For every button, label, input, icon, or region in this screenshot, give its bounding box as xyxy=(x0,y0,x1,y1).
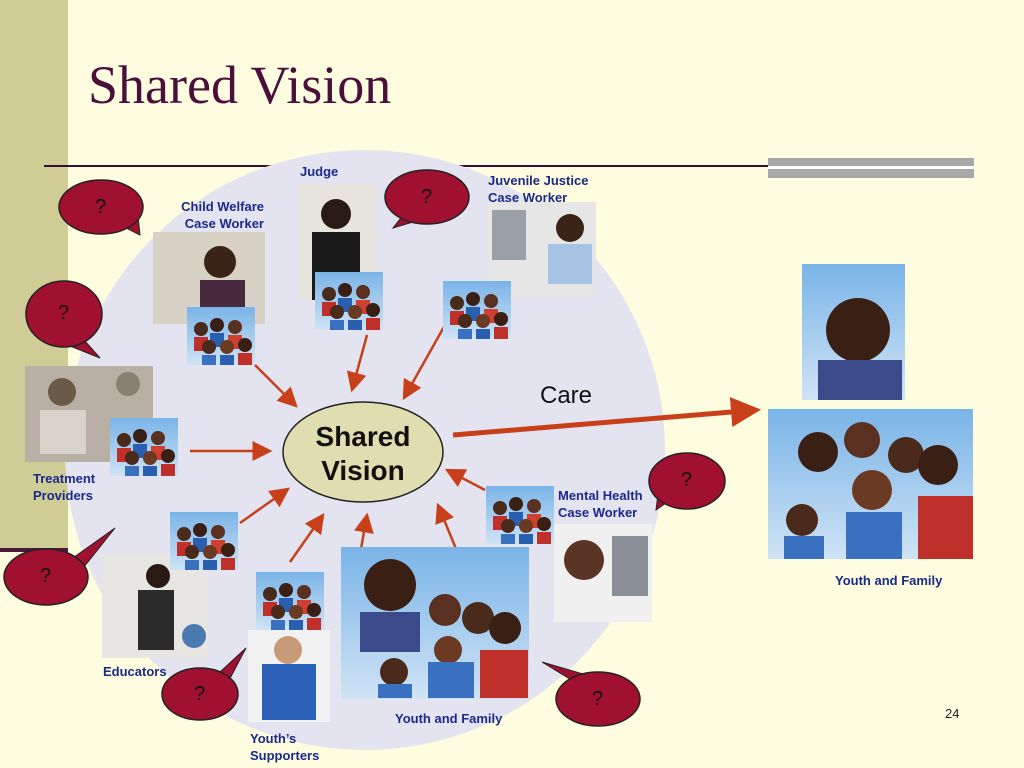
arrow-icon xyxy=(346,334,369,393)
question-mark: ? xyxy=(681,469,693,491)
mental-health-photo xyxy=(554,524,652,622)
speech-bubble-icon xyxy=(3,527,116,606)
question-mark: ? xyxy=(194,683,206,705)
title-rule xyxy=(44,165,974,167)
youth-group-photo xyxy=(256,572,324,630)
question-mark: ? xyxy=(58,302,70,324)
center-line2: Vision xyxy=(321,455,405,486)
arrow-icon xyxy=(402,324,447,401)
juvenile-justice-label: Juvenile Justice Case Worker xyxy=(488,172,588,206)
speech-bubble-icon xyxy=(58,179,144,236)
treatment-line2: Providers xyxy=(33,488,93,503)
youth-portrait-photo xyxy=(802,264,905,400)
youth-family-right-label: Youth and Family xyxy=(835,573,943,588)
title-rule-grey-accent-line xyxy=(768,166,974,169)
youth-group-photo xyxy=(187,307,255,365)
question-mark: ? xyxy=(421,186,433,208)
speech-bubble-icon xyxy=(384,169,470,229)
question-mark: ? xyxy=(95,196,107,218)
center-line1: Shared xyxy=(315,421,411,452)
arrow-icon xyxy=(288,512,325,563)
educators-label: Educators xyxy=(103,664,167,679)
youth-family-center-photo xyxy=(341,547,529,699)
mental-health-line2: Case Worker xyxy=(558,505,638,520)
juvenile-justice-line2: Case Worker xyxy=(488,190,568,205)
youth-family-right-photo xyxy=(768,409,973,559)
youth-group-photo xyxy=(315,272,383,330)
child-welfare-line1: Child Welfare xyxy=(181,199,264,214)
care-arrow-icon xyxy=(452,397,761,438)
speech-bubble-icon xyxy=(25,280,103,359)
mental-health-label: Mental Health Case Worker xyxy=(558,487,643,521)
mental-health-line1: Mental Health xyxy=(558,488,643,503)
arrow-icon xyxy=(254,364,298,408)
youth-family-center-label: Youth and Family xyxy=(395,711,503,726)
speech-bubble-icon xyxy=(648,452,726,512)
youth-group-photo xyxy=(110,418,178,476)
judge-label: Judge xyxy=(300,164,339,179)
speech-bubble-icon xyxy=(541,661,641,727)
care-label: Care xyxy=(540,382,593,409)
treatment-line1: Treatment xyxy=(33,471,96,486)
speech-bubble-icon xyxy=(161,647,247,721)
center-label: Shared Vision xyxy=(300,420,426,488)
arrow-icon xyxy=(239,487,291,525)
arrow-icon xyxy=(444,468,486,492)
youth-group-photo xyxy=(170,512,238,570)
juvenile-justice-line1: Juvenile Justice xyxy=(488,173,589,188)
center-oval xyxy=(282,401,444,503)
supporters-line1: Youth’s xyxy=(250,731,297,746)
question-mark: ? xyxy=(592,688,604,710)
child-welfare-line2: Case Worker xyxy=(184,216,264,231)
educators-photo xyxy=(102,554,208,658)
youth-group-photo xyxy=(486,486,554,544)
question-mark: ? xyxy=(40,565,52,587)
treatment-providers-label: Treatment Providers xyxy=(33,470,95,504)
page-number: 24 xyxy=(945,706,960,721)
slide-title: Shared Vision xyxy=(88,55,392,115)
supporters-line2: Supporters xyxy=(250,748,320,763)
supporters-photo xyxy=(248,630,330,722)
youth-group-photo xyxy=(443,281,511,339)
supporters-label: Youth’s Supporters xyxy=(250,730,319,764)
child-welfare-label: Child Welfare Case Worker xyxy=(172,198,264,232)
